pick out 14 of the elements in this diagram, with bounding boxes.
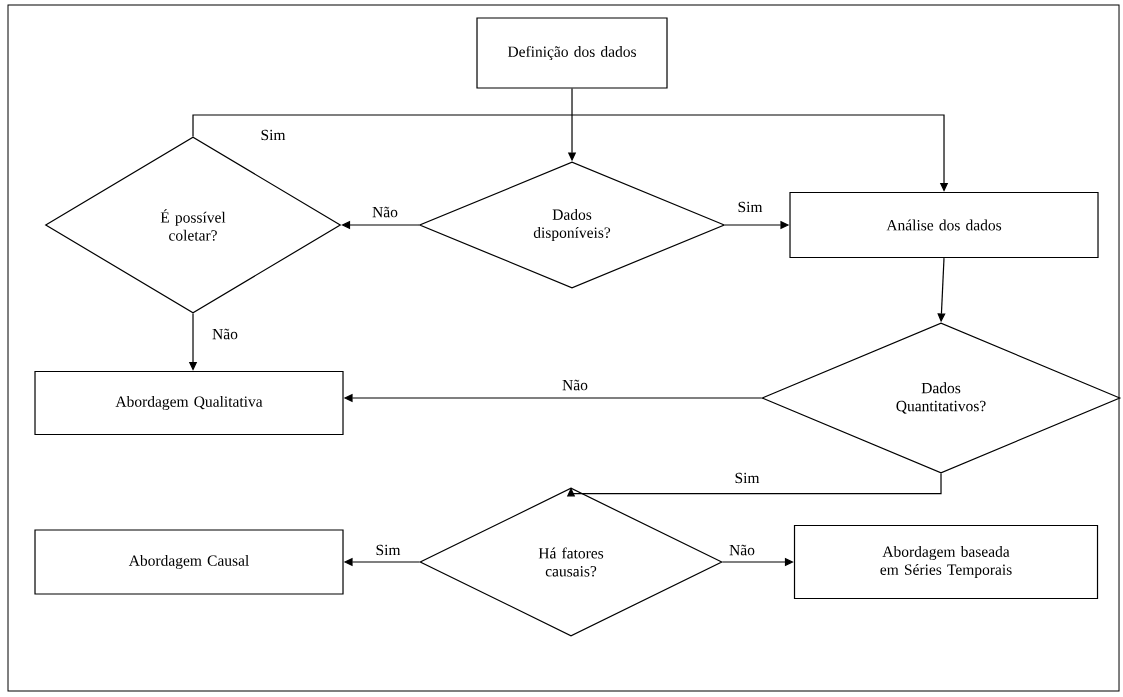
edge-label: Não: [211, 327, 239, 341]
edge-label: Sim: [374, 543, 402, 557]
edge-label: Sim: [736, 200, 764, 214]
process-box: Abordagem Qualitativa: [34, 370, 344, 436]
arrow: [192, 114, 949, 192]
process-box: Análise dos dados: [789, 191, 1099, 259]
arrow: [566, 473, 942, 497]
process-box: Abordagem Causal: [34, 529, 344, 595]
edge-label: Não: [561, 378, 589, 392]
edge-label: Não: [371, 205, 399, 219]
edge-label: Não: [728, 543, 756, 557]
process-box: Abordagem baseada em Séries Temporais: [793, 524, 1099, 600]
process-box: Definição dos dados: [476, 17, 668, 89]
edge-label: Sim: [733, 471, 761, 485]
